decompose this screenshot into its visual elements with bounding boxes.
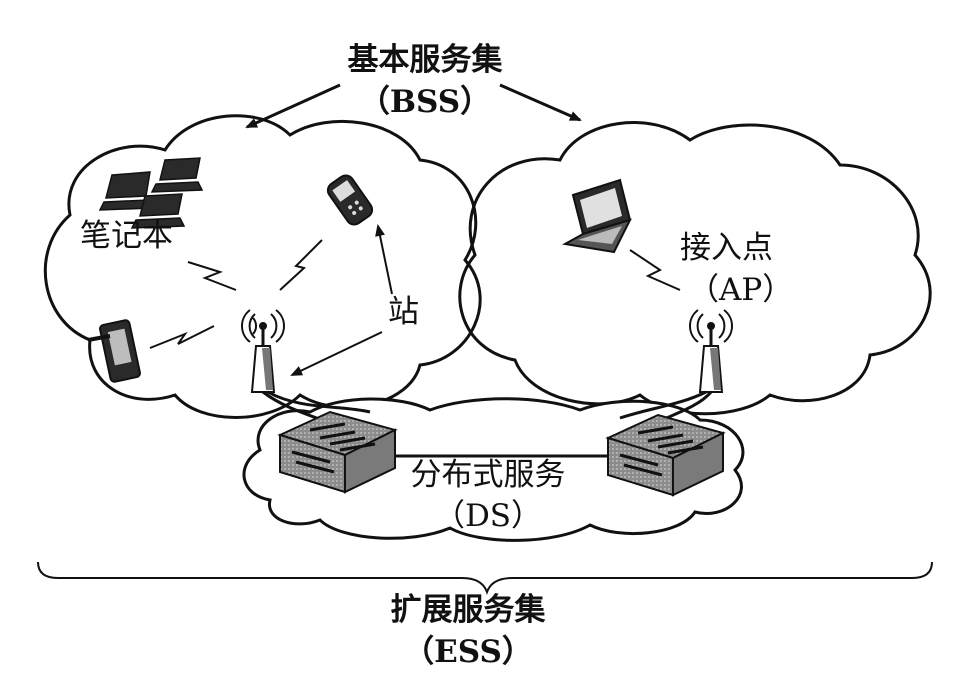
network-switch-icon (277, 410, 398, 494)
bss-abbr: （BSS） (359, 84, 491, 120)
mobile-phone-icon (326, 174, 374, 226)
access-point-icon (241, 309, 285, 393)
notebook-label: 笔记本 (80, 218, 173, 254)
lightning-wireless-icon (149, 239, 681, 349)
bss-arrow-right (499, 83, 582, 122)
notebook-icon (98, 157, 204, 229)
ess-brace (37, 561, 933, 595)
ess-title: 扩展服务集 (391, 592, 546, 628)
bss-title: 基本服务集 (348, 42, 503, 78)
station-arrow-ap (290, 331, 383, 376)
ds-abbr: （DS） (434, 498, 542, 534)
bss-arrow-left (245, 83, 341, 129)
ds-title: 分布式服务 (411, 457, 566, 493)
network-switch-icon-right (605, 413, 726, 497)
pda-icon (87, 319, 141, 383)
station-label: 站 (388, 294, 419, 330)
access-point-label: 接入点 (680, 230, 773, 266)
bss-cloud-right (458, 121, 932, 416)
station-arrow-phone (375, 224, 393, 295)
access-point-abbr: （AP） (688, 272, 793, 308)
access-point-icon-right (689, 309, 733, 393)
laptop-icon (561, 178, 632, 254)
ess-abbr: （ESS） (403, 634, 533, 670)
bss-cloud-left (43, 114, 482, 419)
